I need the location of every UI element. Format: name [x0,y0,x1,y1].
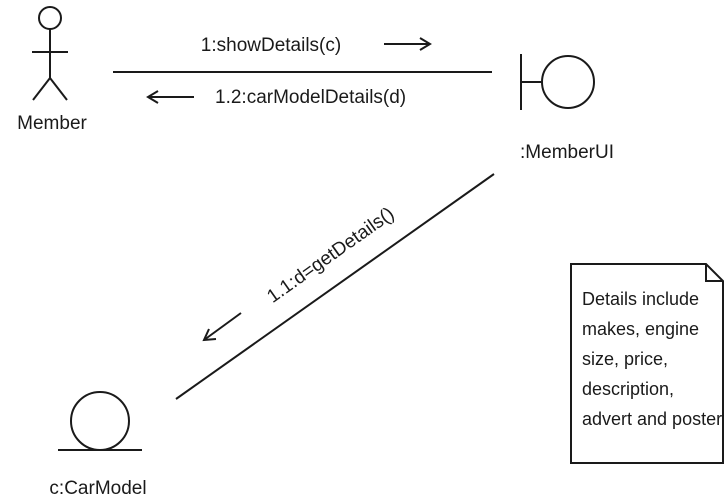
entity-object-icon [58,391,142,451]
boundary-object-icon [520,54,595,110]
arrow-down-left-icon [202,312,242,342]
car-model-label: c:CarModel [49,478,146,499]
member-ui-label: :MemberUI [520,142,614,163]
note-line: description, [582,379,674,399]
note: Details include makes, engine size, pric… [570,263,724,464]
member-label: Member [17,113,87,134]
note-folded-corner-icon [705,264,723,282]
message-show-details: 1:showDetails(c) [201,35,432,56]
message-get-details: 1.1:d=getDetails() [202,203,398,342]
arrow-right-icon [384,37,432,51]
note-line: size, price, [582,349,668,369]
member-ui-boundary: :MemberUI [520,54,614,163]
message-car-model-details-label: 1.2:carModelDetails(d) [215,87,406,108]
message-show-details-label: 1:showDetails(c) [201,35,341,56]
message-car-model-details: 1.2:carModelDetails(d) [146,87,406,108]
member-actor: Member [17,6,88,134]
ui-to-car-model-link [175,173,495,400]
note-line: advert and poster. [582,409,724,429]
car-model-entity: c:CarModel [49,391,147,499]
note-line: makes, engine [582,319,699,339]
actor-stick-figure-icon [32,6,68,101]
note-frame [570,263,724,464]
note-line: Details include [582,289,699,309]
arrow-left-icon [146,90,194,104]
